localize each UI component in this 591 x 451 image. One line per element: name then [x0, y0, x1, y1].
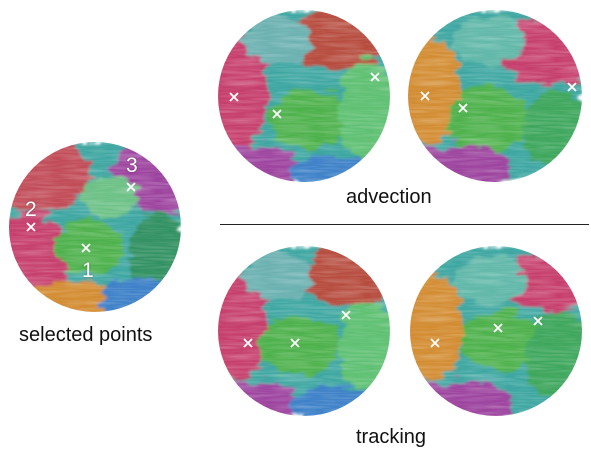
tracking-caption: tracking: [356, 426, 427, 448]
marker-icon: [420, 91, 430, 101]
point-label-3: 3: [126, 154, 138, 177]
marker-icon: [370, 72, 380, 82]
advection-caption: advection: [346, 186, 432, 208]
flow-field-image: [218, 246, 390, 416]
marker-icon: [243, 338, 253, 348]
marker-icon: [430, 338, 440, 348]
marker-icon: [290, 338, 300, 348]
point-label-1: 1: [82, 259, 94, 282]
marker-icon: [26, 222, 36, 232]
selected-points-caption: selected points: [19, 324, 153, 346]
flow-field-image: [218, 10, 390, 182]
marker-icon: [493, 323, 503, 333]
flow-field-image: [408, 10, 582, 182]
marker-icon: [567, 82, 577, 92]
advection-disc-1: [218, 10, 390, 182]
marker-icon: [272, 109, 282, 119]
marker-icon: [533, 316, 543, 326]
tracking-disc-1: [218, 246, 390, 416]
marker-icon: [229, 92, 239, 102]
marker-icon: [81, 243, 91, 253]
section-divider: [220, 224, 589, 225]
marker-icon: [341, 310, 351, 320]
advection-disc-2: [408, 10, 582, 182]
point-label-2: 2: [25, 198, 37, 221]
marker-icon: [458, 103, 468, 113]
marker-icon: [126, 182, 136, 192]
